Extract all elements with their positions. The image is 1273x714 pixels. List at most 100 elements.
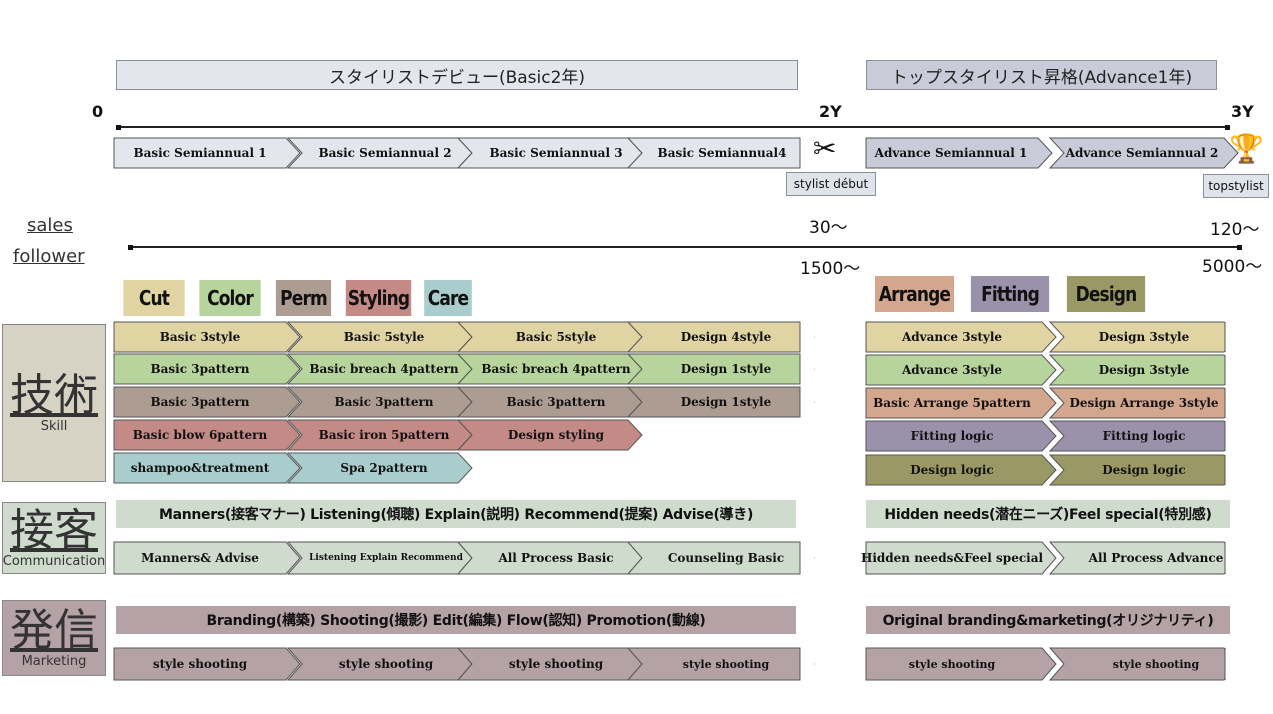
skill-cell: Basic 3pattern: [150, 395, 250, 409]
skill-chevron-end-mask: [800, 322, 814, 352]
communication-band-advance: Hidden needs(潜在ニーズ)Feel special(特別感): [866, 500, 1230, 528]
marketing-adv-cell-1: style shooting: [908, 657, 996, 671]
skill-adv-chevron: [1048, 420, 1239, 452]
skill-cell: Design 4style: [680, 330, 772, 344]
skill-adv-chevron: [865, 387, 1057, 419]
skill-chevron: [456, 419, 643, 451]
skill-cell: Basic breach 4pattern: [309, 362, 459, 376]
skill-adv-cell: Fitting logic: [1102, 429, 1186, 443]
skill-adv-cell: Design logic: [910, 463, 994, 477]
skill-chevron-end-mask: [800, 354, 814, 384]
skill-adv-chevron: [1048, 321, 1239, 353]
follower-2y-value: 1500〜: [800, 259, 861, 279]
skill-cell: Spa 2pattern: [340, 461, 428, 475]
basic-semiannual-2: Basic Semiannual 2: [318, 146, 452, 160]
marketing-cell-1: style shooting: [152, 657, 248, 671]
marketing-side-label: 発信 Marketing: [2, 600, 106, 676]
follower-label: follower: [13, 246, 85, 267]
category-care: Care: [424, 280, 472, 316]
marketing-band-basic: Branding(構築) Shooting(撮影) Edit(編集) Flow(…: [116, 606, 796, 634]
skill-cell: Design styling: [507, 428, 605, 442]
advance-phase-header: トップスタイリスト昇格(Advance1年): [866, 60, 1217, 90]
basic-semiannual-1: Basic Semiannual 1: [133, 146, 267, 160]
skill-cell: Basic blow 6pattern: [132, 428, 268, 442]
category-fitting: Fitting: [970, 276, 1050, 312]
skill-adv-cell: Basic Arrange 5pattern: [873, 396, 1031, 410]
marketing-chevron: [113, 647, 301, 681]
topstylist-badge: topstylist: [1203, 174, 1269, 198]
marketing-adv-chevron: [865, 647, 1057, 681]
communication-cell-2: Listening Explain Recommend: [309, 553, 463, 563]
skill-cell: Basic iron 5pattern: [318, 428, 450, 442]
skill-title: 技術: [10, 369, 98, 421]
skill-chevron: [113, 419, 301, 451]
communication-adv-chevron-end-mask: [1225, 542, 1241, 574]
skill-chevron: [113, 321, 301, 353]
skill-chevron: [286, 452, 473, 484]
skill-adv-cell: Fitting logic: [910, 429, 994, 443]
skill-cell: Basic 3pattern: [334, 395, 434, 409]
sales-label: sales: [27, 215, 73, 236]
communication-adv-cell-1: Hidden needs&Feel special: [860, 551, 1044, 565]
metrics-axis: [130, 246, 1240, 248]
follower-3y-value: 5000〜: [1202, 257, 1263, 277]
communication-title: 接客: [10, 504, 98, 556]
communication-cell-4: Counseling Basic: [667, 551, 785, 565]
marketing-cell-4: style shooting: [682, 657, 770, 671]
communication-chevron-end-mask: [800, 542, 814, 574]
timeline-axis: [118, 126, 1228, 128]
skill-adv-chevron: [865, 321, 1057, 353]
skill-adv-chevron-end-mask: [1225, 388, 1241, 418]
skill-cell: Design 1style: [680, 395, 772, 409]
skill-cell: Basic 5style: [343, 330, 425, 344]
category-arrange: Arrange: [874, 276, 955, 312]
basic-semiannual-3: Basic Semiannual 3: [489, 146, 623, 160]
marketing-chevron-end-mask: [800, 648, 814, 680]
skill-cell: Basic 3style: [159, 330, 241, 344]
semiannual-chevron: [113, 137, 301, 169]
timeline-start-dot: [116, 125, 121, 130]
skill-cell: shampoo&treatment: [130, 461, 270, 475]
skill-adv-chevron: [865, 420, 1057, 452]
advance-semiannual-1: Advance Semiannual 1: [874, 146, 1028, 160]
category-perm: Perm: [275, 280, 332, 316]
trophy-icon: 🏆: [1229, 132, 1264, 165]
skill-cell: Basic 5style: [515, 330, 597, 344]
marketing-cell-3: style shooting: [508, 657, 604, 671]
skill-adv-cell: Design 3style: [1098, 330, 1190, 344]
skill-adv-chevron: [1048, 354, 1239, 386]
skill-chevron: [113, 452, 301, 484]
timeline-end-dot: [1225, 125, 1230, 130]
skill-adv-chevron: [865, 354, 1057, 386]
communication-chevron: [113, 541, 301, 575]
category-color: Color: [199, 280, 261, 316]
communication-band-basic: Manners(接客マナー) Listening(傾聴) Explain(説明)…: [116, 500, 796, 528]
tick-3y: 3Y: [1231, 102, 1254, 121]
stylist-debut-badge: stylist début: [786, 172, 876, 196]
skill-adv-chevron-end-mask: [1225, 421, 1241, 451]
marketing-cell-2: style shooting: [338, 657, 434, 671]
skill-side-label: 技術 Skill: [2, 324, 106, 482]
communication-adv-cell-2: All Process Advance: [1088, 551, 1224, 565]
marketing-band-advance: Original branding&marketing(オリジナリティ): [866, 606, 1230, 634]
tick-0: 0: [92, 102, 104, 121]
skill-adv-chevron: [1048, 454, 1239, 486]
basic-semiannual-4: Basic Semiannual4: [657, 146, 787, 160]
marketing-subtitle: Marketing: [21, 653, 87, 669]
skill-adv-chevron: [865, 454, 1057, 486]
skill-adv-chevron: [1048, 387, 1239, 419]
metrics-start-dot: [128, 245, 133, 250]
basic-phase-header: スタイリストデビュー(Basic2年): [116, 60, 798, 90]
communication-cell-1: Manners& Advise: [141, 551, 259, 565]
scissors-icon: ✂: [813, 132, 837, 165]
semiannual-adv-chevron: [1048, 137, 1239, 169]
skill-adv-cell: Design logic: [1102, 463, 1186, 477]
skill-chevron: [113, 353, 301, 385]
skill-cell: Design 1style: [680, 362, 772, 376]
skill-adv-cell: Design Arrange 3style: [1069, 396, 1219, 410]
tick-2y: 2Y: [819, 102, 842, 121]
skill-adv-cell: Advance 3style: [901, 330, 1003, 344]
skill-adv-chevron-end-mask: [1225, 355, 1241, 385]
skill-cell: Basic breach 4pattern: [481, 362, 631, 376]
category-styling: Styling: [345, 280, 412, 316]
